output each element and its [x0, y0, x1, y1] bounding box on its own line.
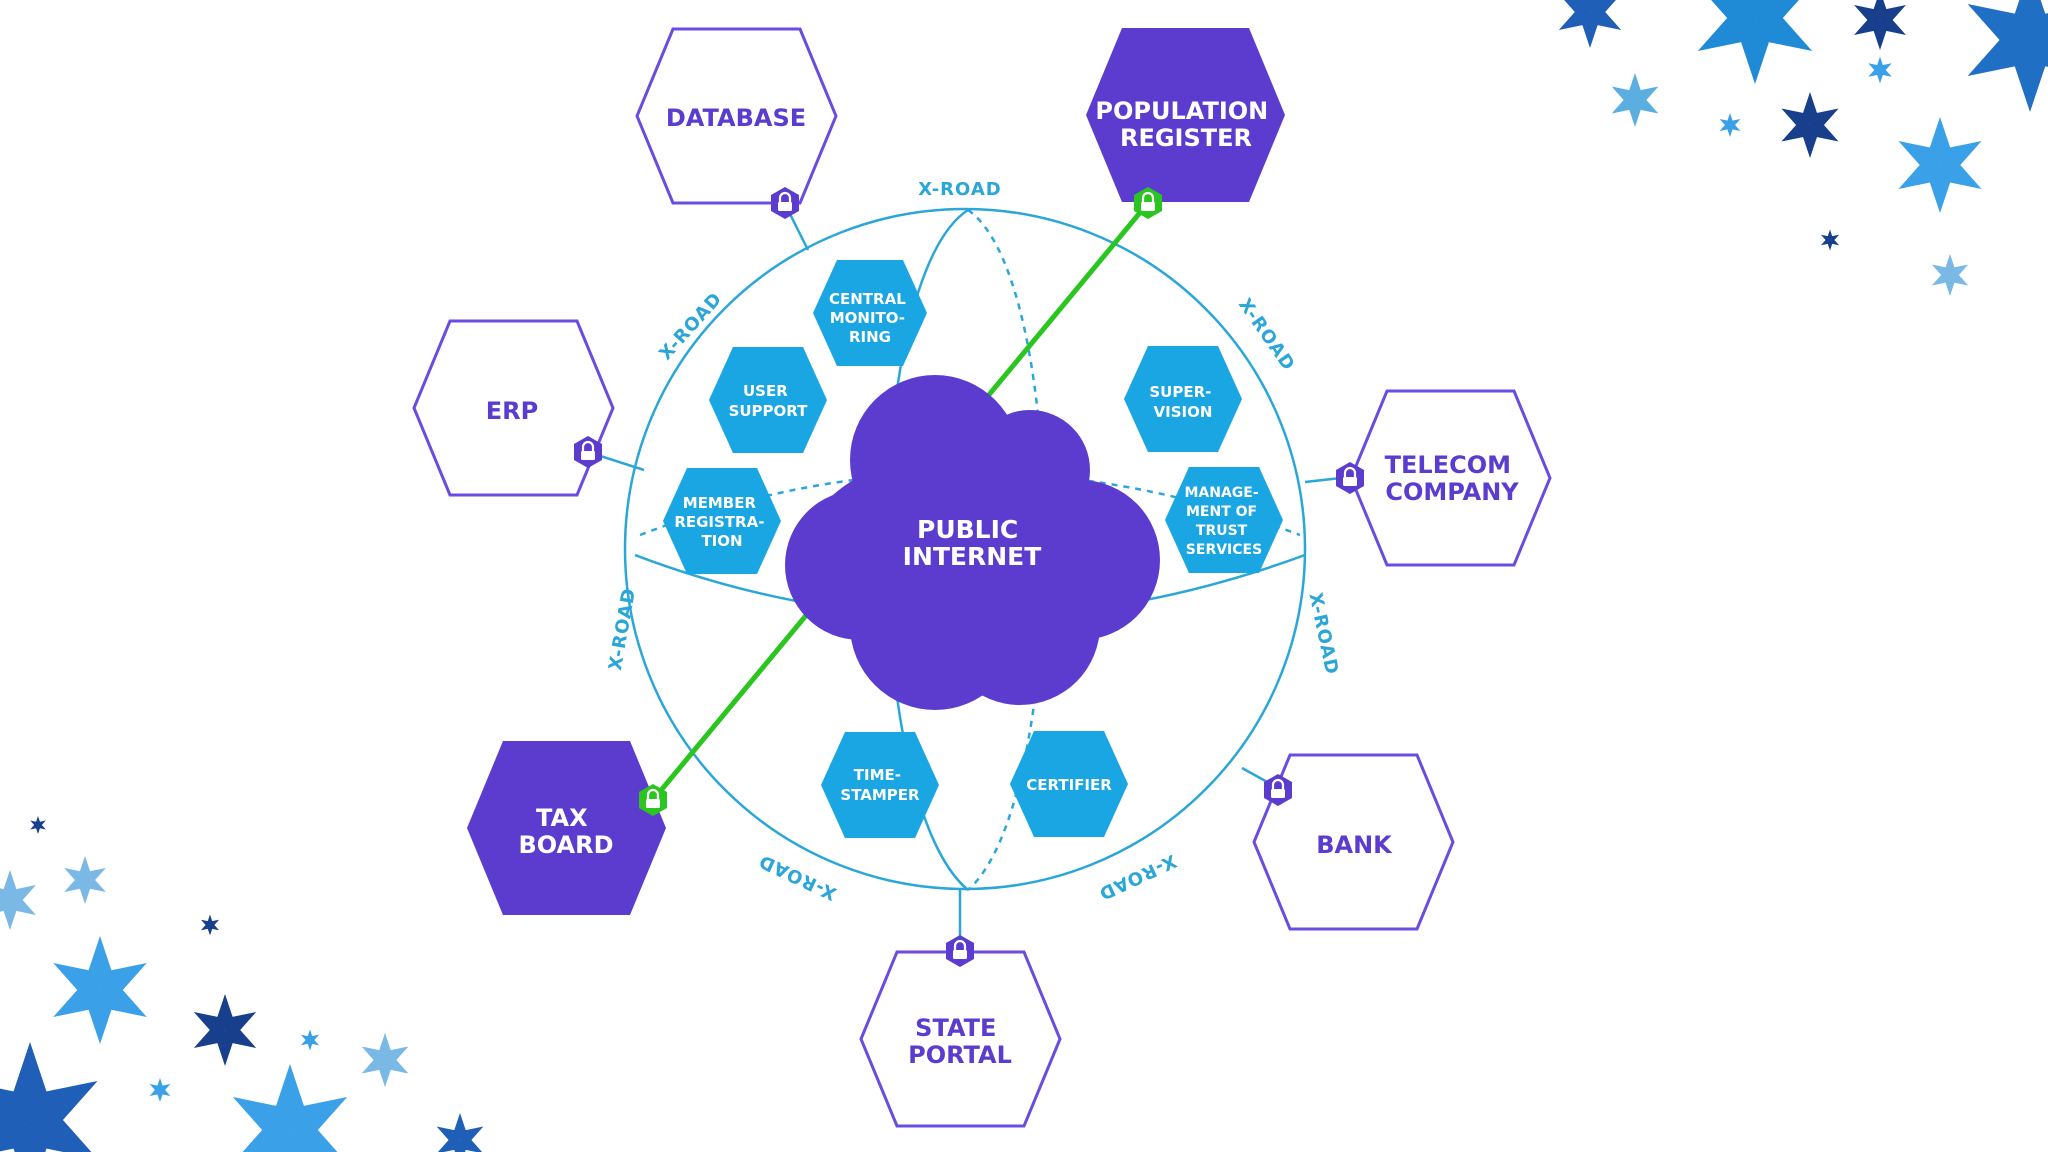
member-state-portal: STATE PORTAL — [859, 950, 1062, 1128]
svg-text:BANK: BANK — [1316, 831, 1393, 859]
service-label-line: RING — [849, 328, 891, 346]
service-label-line: TIME- — [854, 766, 901, 784]
service-user-support: USER SUPPORT — [709, 347, 827, 453]
x-road-label-top: X-ROAD — [918, 179, 1001, 200]
service-label-line: SUPER- — [1149, 383, 1211, 401]
svg-text:DATABASE: DATABASE — [666, 104, 806, 132]
service-label-line: SERVICES — [1186, 542, 1262, 558]
central-services: CENTRAL MONITO- RING USER SUPPORT MEMBER… — [663, 260, 1283, 838]
svg-text:CENTRAL MONITO-: CENTRAL MONITO- RING — [829, 290, 911, 346]
cloud-label-line: PUBLIC — [917, 515, 1018, 544]
member-label-line: POPULATION — [1095, 97, 1268, 125]
service-management-trust-services: MANAGE- MENT OF TRUST SERVICES — [1165, 467, 1283, 573]
service-label-line: MANAGE- — [1184, 485, 1258, 501]
service-label-line: MENT OF — [1186, 504, 1257, 520]
svg-text:STATE PORTAL: STATE PORTAL — [908, 1014, 1012, 1069]
service-certifier: CERTIFIER — [1010, 731, 1128, 837]
member-label-line: STATE — [915, 1014, 996, 1042]
member-population-register: POPULATION REGISTER — [1086, 28, 1285, 202]
member-telecom-company: TELECOM COMPANY — [1349, 389, 1552, 567]
svg-text:USER SUPPORT: USER SUPPORT — [729, 382, 809, 420]
svg-text:SUPER- VISION: SUPER- VISION — [1149, 383, 1216, 421]
member-database: DATABASE — [635, 27, 838, 205]
member-label-line: TELECOM — [1385, 451, 1511, 479]
member-erp: ERP — [412, 319, 615, 497]
cloud-label-line: INTERNET — [903, 542, 1042, 571]
x-road-label-lower-left: X-ROAD — [755, 850, 839, 904]
public-internet-cloud: PUBLIC INTERNET — [785, 375, 1160, 710]
x-road-label-right: X-ROAD — [1304, 591, 1342, 677]
svg-text:TELECOM COMPANY: TELECOM COMPANY — [1385, 451, 1520, 506]
member-label-line: COMPANY — [1385, 478, 1519, 506]
service-label-line: VISION — [1154, 403, 1213, 421]
service-label-line: REGISTRA- — [674, 513, 764, 531]
service-label-line: TION — [701, 532, 742, 550]
service-member-registration: MEMBER REGISTRA- TION — [663, 468, 781, 574]
service-time-stamper: TIME- STAMPER — [821, 732, 939, 838]
service-supervision: SUPER- VISION — [1124, 346, 1242, 452]
member-label-line: ERP — [486, 397, 538, 425]
service-label-line: STAMPER — [840, 786, 920, 804]
svg-text:TAX BOARD: TAX BOARD — [518, 804, 613, 859]
svg-text:TIME- STAMPER: TIME- STAMPER — [840, 766, 920, 804]
svg-text:CERTIFIER: CERTIFIER — [1026, 776, 1112, 794]
service-label-line: MONITO- — [830, 309, 905, 327]
service-label-line: CENTRAL — [829, 290, 906, 308]
member-label-line: DATABASE — [666, 104, 806, 132]
service-label-line: CERTIFIER — [1026, 776, 1112, 794]
service-label-line: TRUST — [1196, 523, 1248, 539]
cloud-label: PUBLIC INTERNET — [903, 515, 1042, 571]
service-label-line: MEMBER — [683, 494, 757, 512]
member-label-line: PORTAL — [908, 1041, 1012, 1069]
snowflake-decoration-bottom-left — [0, 816, 487, 1152]
svg-text:MANAGE- MENT OF: MANAGE- MENT OF TRUST SERVICES — [1184, 485, 1263, 558]
svg-text:POPULATION REGISTER: POPULATION REGISTER — [1095, 97, 1276, 152]
svg-text:ERP: ERP — [486, 397, 538, 425]
member-label-line: BANK — [1316, 831, 1393, 859]
member-label-line: TAX — [536, 804, 588, 832]
snowflake-decoration-top-right — [1554, 0, 2048, 296]
member-label-line: REGISTER — [1120, 124, 1252, 152]
member-tax-board: TAX BOARD — [467, 741, 666, 915]
svg-text:MEMBER REGISTRA-: MEMBER REGISTRA- TION — [674, 494, 769, 550]
member-bank: BANK — [1252, 753, 1455, 931]
members: DATABASE POPULATION REGISTER ERP TELECOM… — [412, 27, 1552, 1128]
x-road-label-upper-left: X-ROAD — [655, 288, 726, 364]
member-label-line: BOARD — [518, 831, 613, 859]
service-label-line: SUPPORT — [729, 402, 809, 420]
service-label-line: USER — [743, 382, 788, 400]
service-central-monitoring: CENTRAL MONITO- RING — [813, 260, 927, 366]
x-road-label-upper-right: X-ROAD — [1234, 295, 1299, 375]
